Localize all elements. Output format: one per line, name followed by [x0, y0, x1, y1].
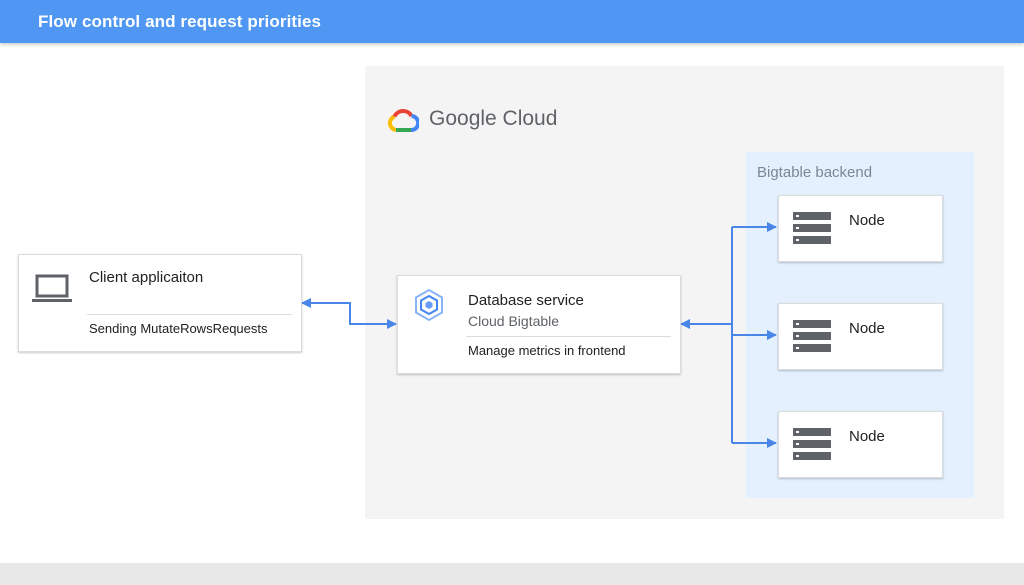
- node-card: Node: [778, 195, 943, 262]
- laptop-icon: [32, 274, 72, 302]
- bigtable-backend-label: Bigtable backend: [757, 164, 873, 181]
- node-card: Node: [778, 303, 943, 370]
- node-card: Node: [778, 411, 943, 478]
- google-cloud-logo-icon: [387, 109, 419, 132]
- page-footer: [0, 563, 1024, 585]
- database-product: Cloud Bigtable: [468, 313, 560, 329]
- server-icon: [793, 428, 831, 460]
- client-divider: [87, 314, 292, 315]
- database-service-card: Database service Cloud Bigtable Manage m…: [397, 275, 681, 374]
- page-header: Flow control and request priorities: [0, 0, 1024, 43]
- database-divider: [466, 336, 671, 337]
- page-title: Flow control and request priorities: [38, 12, 322, 31]
- bigtable-icon: [415, 288, 443, 322]
- node-label: Node: [849, 320, 885, 337]
- database-subtitle: Manage metrics in frontend: [468, 343, 626, 358]
- google-cloud-brand: Google Cloud: [429, 107, 558, 130]
- database-title: Database service: [468, 292, 584, 309]
- node-label: Node: [849, 428, 885, 445]
- server-icon: [793, 320, 831, 352]
- client-title: Client applicaiton: [89, 269, 204, 286]
- client-application-card: Client applicaiton Sending MutateRowsReq…: [18, 254, 302, 352]
- server-icon: [793, 212, 831, 244]
- client-subtitle: Sending MutateRowsRequests: [89, 321, 268, 336]
- node-label: Node: [849, 212, 885, 229]
